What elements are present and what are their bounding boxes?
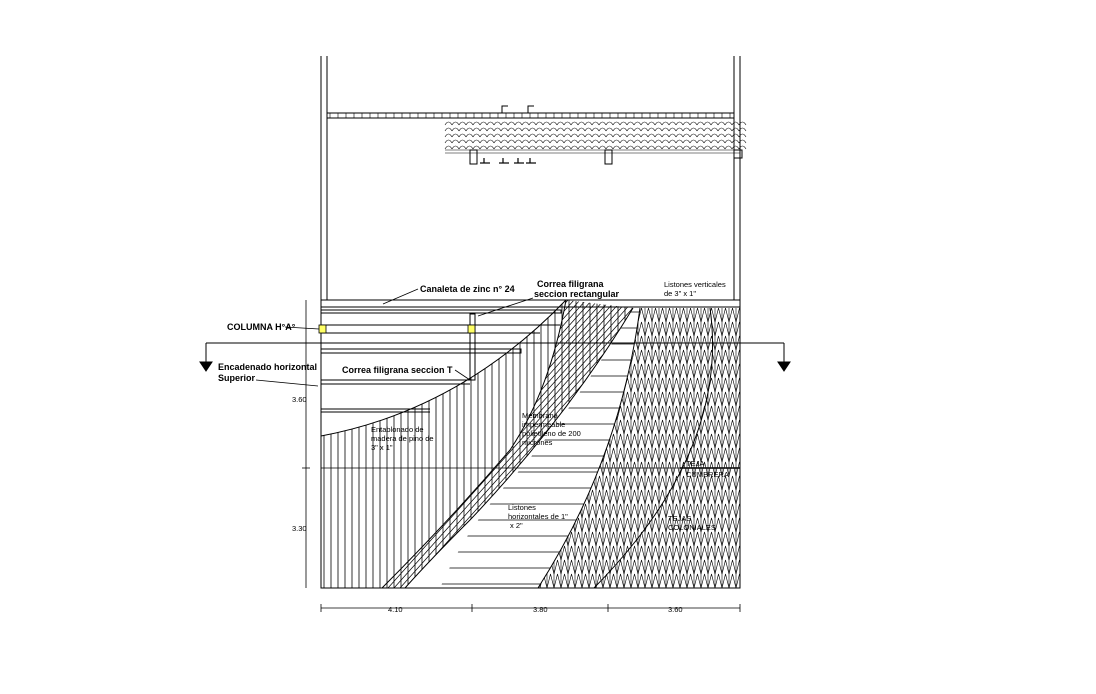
label-encadenado-1: Encadenado horizontal: [218, 362, 317, 372]
section-cut-arrow-icon: [777, 361, 791, 372]
dim-vertical-lower: 3.30: [292, 524, 307, 533]
label-listones-h-2: horizontales de 1": [508, 512, 568, 521]
label-membrana-2: impermeable: [522, 420, 565, 429]
leader-lines: [255, 288, 534, 387]
label-membrana-3: polietileno de 200: [522, 429, 581, 438]
section-cut-line: [199, 342, 791, 372]
label-entablonado-3: 3" x 1": [371, 443, 393, 452]
label-tejas-coloniales-1: TEJAS: [668, 514, 691, 523]
label-entablonado-1: Entablonado de: [371, 425, 424, 434]
label-listones-v-2: de 3" x 1": [664, 289, 696, 298]
label-listones-h-3: x 2": [510, 521, 523, 530]
roof-elevation-view: [320, 56, 747, 300]
dimension-lines: [302, 300, 741, 612]
label-encadenado-2: Superior: [218, 373, 256, 383]
label-columna: COLUMNA H°A°: [227, 322, 296, 332]
label-correa-rect-1: Correa filigrana: [537, 279, 605, 289]
dim-horizontal-left: 4.10: [388, 605, 403, 614]
dim-vertical-upper: 3.60: [292, 395, 307, 404]
column-marker-mid: [467, 324, 476, 334]
section-cut-arrow-icon: [199, 361, 213, 372]
label-membrana-4: micrones: [522, 438, 553, 447]
label-membrana-1: Membrana: [522, 411, 559, 420]
label-entablonado-2: madera de pino de: [371, 434, 434, 443]
dim-horizontal-mid: 3.80: [533, 605, 548, 614]
dim-horizontal-right: 3.60: [668, 605, 683, 614]
label-listones-v-1: Listones verticales: [664, 280, 726, 289]
label-correa-rect-2: seccion rectangular: [534, 289, 620, 299]
label-canaleta: Canaleta de zinc n° 24: [420, 284, 515, 294]
column-marker-left: [318, 324, 327, 334]
label-tejas-coloniales-2: COLONIALES: [668, 523, 716, 532]
label-teja-cumbrera-2: CUMBRERA: [686, 470, 729, 479]
label-correa-t: Correa filigrana seccion T: [342, 365, 453, 375]
label-teja-cumbrera-1: TEJA: [686, 459, 704, 468]
label-listones-h-1: Listones: [508, 503, 536, 512]
